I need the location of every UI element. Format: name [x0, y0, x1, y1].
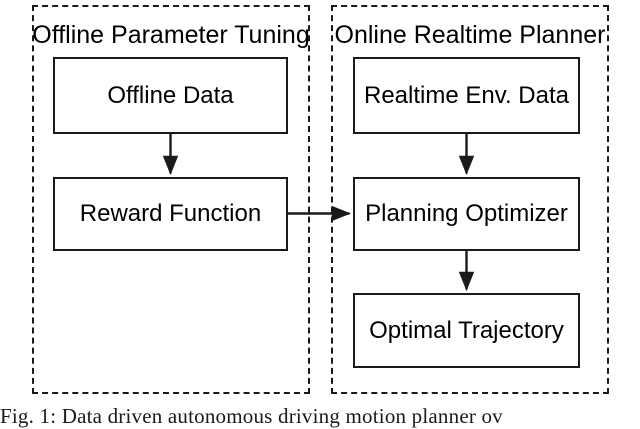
node-realtime-env-data: Realtime Env. Data: [353, 57, 580, 134]
node-reward-function: Reward Function: [53, 177, 288, 251]
figure-caption: Fig. 1: Data driven autonomous driving m…: [0, 404, 503, 428]
node-optimal-trajectory-label: Optimal Trajectory: [369, 316, 564, 344]
node-reward-function-label: Reward Function: [79, 200, 262, 227]
node-planning-optimizer-label: Planning Optimizer: [365, 200, 568, 227]
node-realtime-env-data-label: Realtime Env. Data: [364, 81, 569, 109]
node-offline-data: Offline Data: [53, 57, 288, 134]
panel-offline-title: Offline Parameter Tuning: [32, 21, 310, 49]
node-optimal-trajectory: Optimal Trajectory: [353, 293, 580, 368]
panel-online-title: Online Realtime Planner: [334, 21, 606, 49]
node-planning-optimizer: Planning Optimizer: [353, 177, 580, 251]
node-offline-data-label: Offline Data: [107, 81, 234, 109]
